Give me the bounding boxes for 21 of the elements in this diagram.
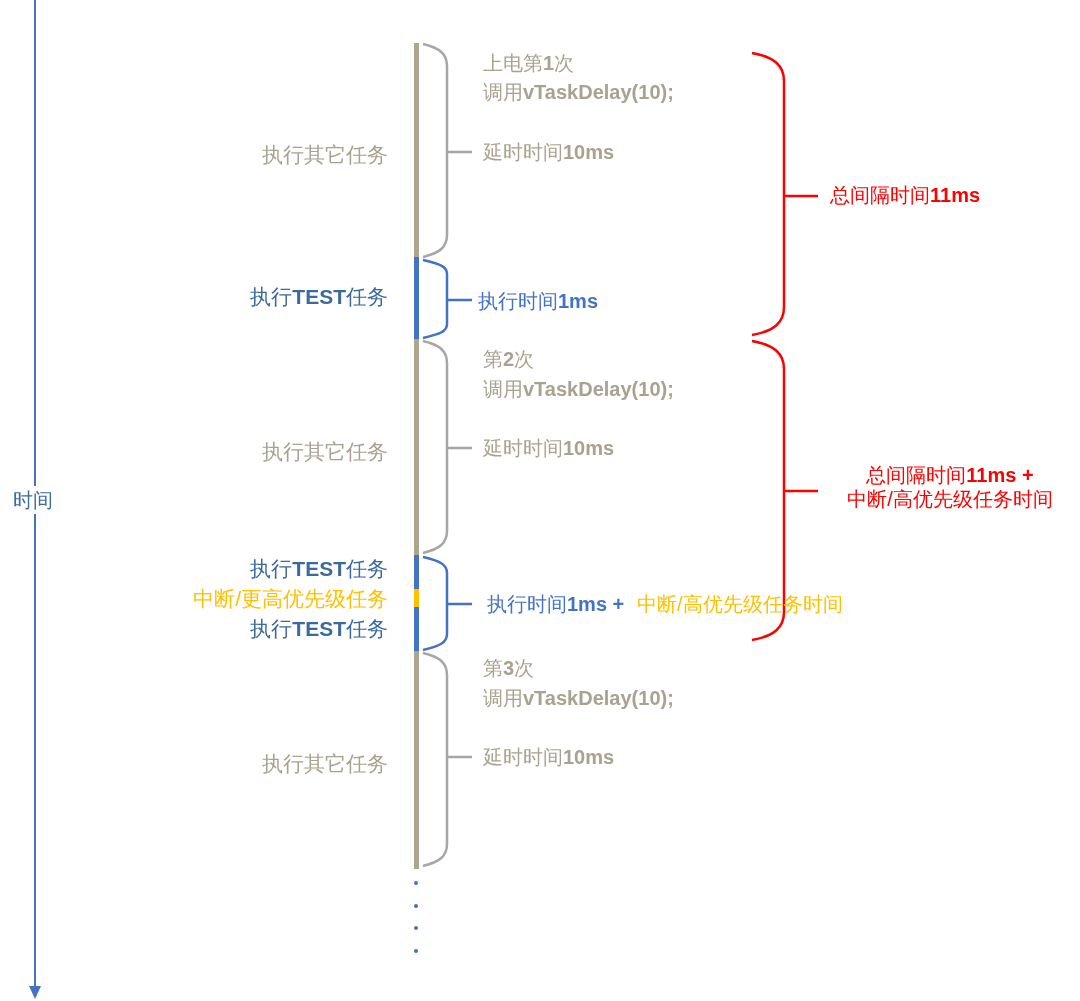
task-label: 执行TEST任务 <box>250 556 388 582</box>
call-count-text: 第3次 <box>483 656 535 680</box>
task-label: 执行其它任务 <box>262 142 388 168</box>
total-interval-text: 总间隔时间11ms + 中断/高优先级任务时间 <box>846 463 1054 511</box>
task-label: 执行其它任务 <box>262 751 388 777</box>
execution-time-text: 执行时间1ms <box>478 289 599 313</box>
delay-time-text: 延时时间10ms <box>483 140 615 164</box>
task-label: 执行TEST任务 <box>250 616 388 642</box>
function-call-text: 调用vTaskDelay(10); <box>483 80 674 104</box>
total-interval-text: 总间隔时间11ms <box>830 183 981 207</box>
axis-label: 时间 <box>13 488 53 512</box>
execution-time-text: 执行时间1ms + <box>487 592 625 616</box>
function-call-text: 调用vTaskDelay(10); <box>483 377 674 401</box>
delay-time-text: 延时时间10ms <box>483 436 615 460</box>
task-label: 执行TEST任务 <box>250 284 388 310</box>
task-label: 执行其它任务 <box>262 439 388 465</box>
delay-time-text: 延时时间10ms <box>483 745 615 769</box>
call-count-text: 上电第1次 <box>483 51 575 75</box>
call-count-text: 第2次 <box>483 347 535 371</box>
task-label: 中断/更高优先级任务 <box>193 586 388 612</box>
function-call-text: 调用vTaskDelay(10); <box>483 686 674 710</box>
